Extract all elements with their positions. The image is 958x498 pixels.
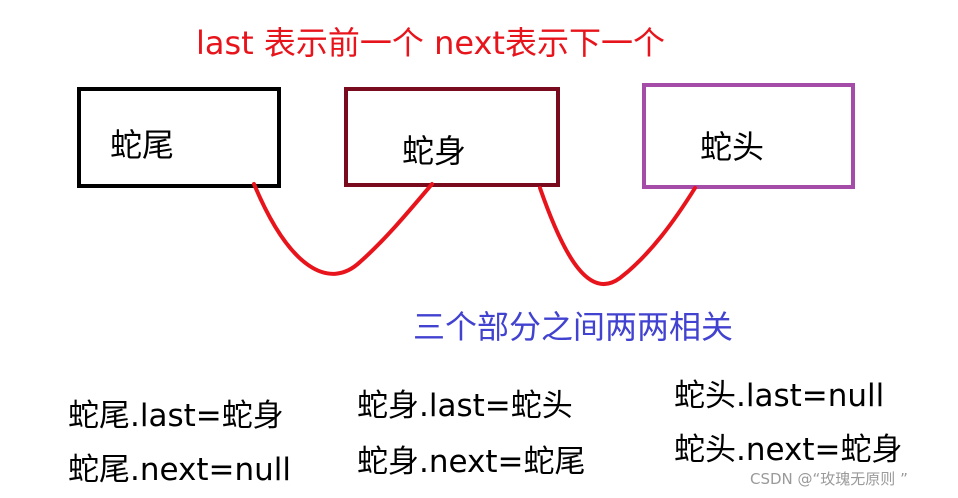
diagram-title: last 表示前一个 next表示下一个 xyxy=(196,24,665,62)
snake-tail-label: 蛇尾 xyxy=(110,126,175,164)
body-next-relation: 蛇身.next=蛇尾 xyxy=(357,444,586,480)
snake-head-label: 蛇头 xyxy=(700,128,765,166)
body-last-relation: 蛇身.last=蛇头 xyxy=(357,388,573,424)
snake-tail-box xyxy=(77,87,281,188)
snake-body-label: 蛇身 xyxy=(402,132,467,170)
snake-head-box xyxy=(642,83,855,189)
watermark: CSDN @“玫瑰无原则 ” xyxy=(750,470,908,488)
tail-body-link xyxy=(252,182,434,276)
related-note: 三个部分之间两两相关 xyxy=(413,308,734,346)
tail-last-relation: 蛇尾.last=蛇身 xyxy=(68,398,284,434)
body-head-link xyxy=(538,186,697,286)
tail-next-relation: 蛇尾.next=null xyxy=(68,452,292,488)
head-last-relation: 蛇头.last=null xyxy=(674,378,885,414)
snake-body-box xyxy=(344,87,560,187)
head-next-relation: 蛇头.next=蛇身 xyxy=(674,432,903,468)
